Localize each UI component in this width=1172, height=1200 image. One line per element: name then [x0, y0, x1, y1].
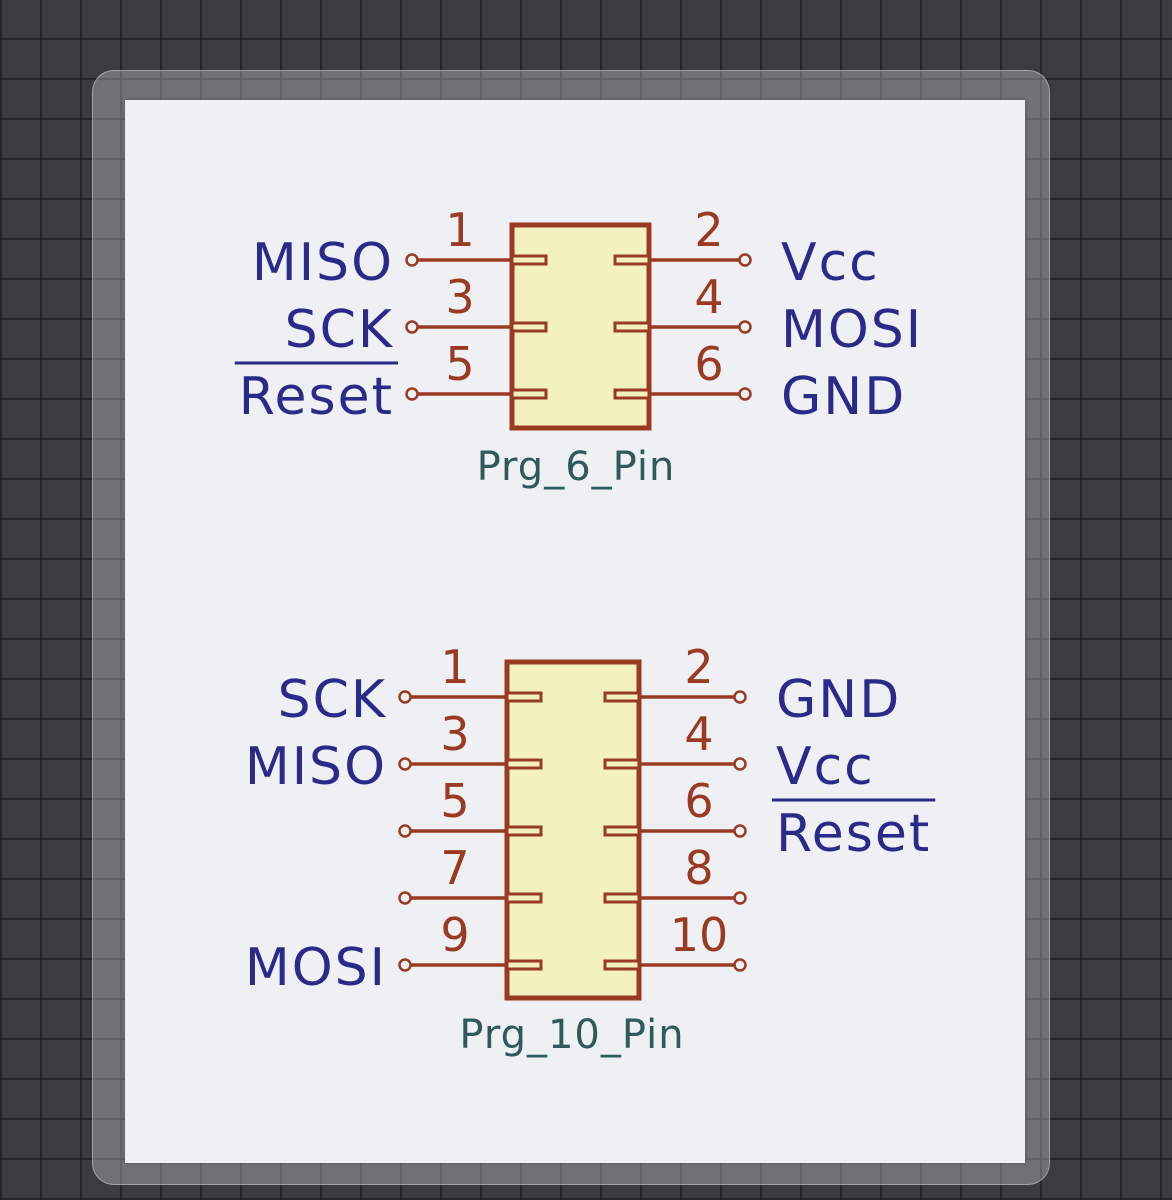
pin-number: 1	[445, 203, 474, 257]
pin-stub	[505, 691, 543, 703]
pin-number: 3	[445, 270, 474, 324]
pin-terminal-circle	[398, 824, 412, 838]
pin-number: 6	[684, 774, 713, 828]
pin-number: 7	[440, 841, 469, 895]
pin-stub	[603, 758, 641, 770]
pin-stub	[603, 691, 641, 703]
pin-number: 9	[440, 908, 469, 962]
pin-signal-label: SCK	[278, 670, 387, 730]
pin-stub	[613, 254, 651, 266]
pin-stub	[603, 825, 641, 837]
pin-terminal-circle	[738, 320, 752, 334]
pin-stub	[505, 758, 543, 770]
pin-stub	[613, 388, 651, 400]
pin-signal-label: Reset	[776, 804, 931, 864]
pin-terminal-circle	[398, 690, 412, 704]
pin-signal-label: MOSI	[245, 938, 387, 998]
pin-terminal-circle	[405, 253, 419, 267]
pin-stub	[505, 892, 543, 904]
pin-number: 5	[440, 774, 469, 828]
pin-stub	[603, 959, 641, 971]
pin-signal-label: MISO	[252, 233, 394, 293]
pin-terminal-circle	[398, 757, 412, 771]
connector-reference-label: Prg_10_Pin	[459, 1012, 684, 1058]
pin-signal-label: Vcc	[776, 737, 875, 797]
pin-number: 2	[694, 203, 723, 257]
pin-number: 4	[684, 707, 713, 761]
pin-terminal-circle	[733, 757, 747, 771]
pin-terminal-circle	[733, 891, 747, 905]
pin-number: 8	[684, 841, 713, 895]
pin-terminal-circle	[738, 253, 752, 267]
pin-terminal-circle	[405, 387, 419, 401]
pin-stub	[505, 825, 543, 837]
pin-number: 6	[694, 337, 723, 391]
pin-number: 1	[440, 640, 469, 694]
pin-terminal-circle	[405, 320, 419, 334]
pin-terminal-circle	[733, 690, 747, 704]
pin-stub	[510, 254, 548, 266]
pin-number: 2	[684, 640, 713, 694]
pin-signal-label: Reset	[239, 367, 394, 427]
pin-terminal-circle	[398, 891, 412, 905]
pin-number: 4	[694, 270, 723, 324]
pin-stub	[613, 321, 651, 333]
pin-signal-label: GND	[776, 670, 901, 730]
pin-number: 10	[670, 908, 729, 962]
pin-number: 5	[445, 337, 474, 391]
pin-stub	[505, 959, 543, 971]
pin-stub	[510, 321, 548, 333]
pin-stub	[510, 388, 548, 400]
pin-terminal-circle	[738, 387, 752, 401]
pin-signal-label: GND	[781, 367, 906, 427]
pin-terminal-circle	[398, 958, 412, 972]
pin-signal-label: Vcc	[781, 233, 880, 293]
pin-signal-label: MOSI	[781, 300, 923, 360]
pin-signal-label: SCK	[285, 300, 394, 360]
pin-stub	[603, 892, 641, 904]
connector-reference-label: Prg_6_Pin	[477, 444, 676, 490]
pin-terminal-circle	[733, 958, 747, 972]
pin-terminal-circle	[733, 824, 747, 838]
pin-number: 3	[440, 707, 469, 761]
pin-signal-label: MISO	[245, 737, 387, 797]
